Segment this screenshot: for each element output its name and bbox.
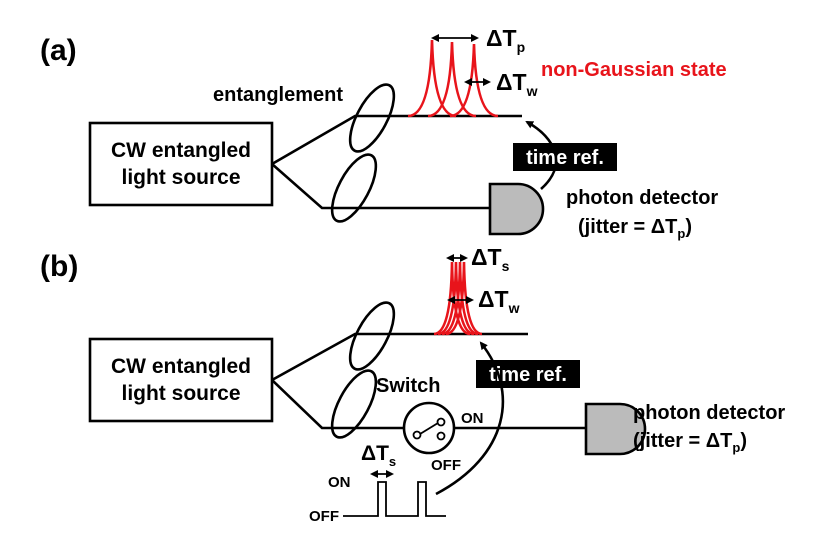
entanglement-label: entanglement: [213, 84, 343, 106]
photon-detector-a: [488, 182, 545, 236]
source-label-a-line2: light source: [121, 166, 240, 189]
delta-tp-label: ΔTp: [486, 25, 525, 55]
source-box-b: [88, 337, 274, 423]
delta-tw-label-a: ΔTw: [496, 69, 538, 99]
detector-label-b-line1: photon detector: [633, 402, 785, 424]
detector-label-a-line2: (jitter = ΔTp): [578, 216, 692, 241]
panel-b: (b) CW entangled light source ΔTs ΔTw ti…: [40, 244, 785, 525]
peak-a-3: [449, 43, 499, 118]
state-peaks-a: [407, 39, 499, 118]
peak-b-1: [433, 261, 471, 336]
source-label-b-line2: light source: [121, 382, 240, 405]
time-ref-text-b: time ref.: [489, 364, 567, 386]
pulse-on-label: ON: [328, 474, 351, 491]
switch-pivot: [412, 430, 422, 440]
non-gaussian-label: non-Gaussian state: [541, 59, 727, 81]
panel-a-label: (a): [40, 34, 77, 67]
delta-ts-label: ΔTs: [471, 244, 510, 274]
pulse-delta-label: ΔTs: [361, 442, 396, 469]
entanglement-ellipse-upper-a: [348, 83, 396, 153]
photon-detector-b: [584, 402, 647, 456]
peak-b-4: [445, 261, 483, 336]
detector-label-a-line1: photon detector: [566, 187, 718, 209]
upper-arm-a: [271, 114, 522, 166]
time-ref-arrow-a: [525, 120, 558, 190]
time-ref-text-a: time ref.: [526, 147, 604, 169]
entanglement-ellipse-lower-b: [330, 369, 378, 439]
source-box-a: [88, 121, 274, 207]
entanglement-ellipse-upper-b: [348, 301, 396, 371]
pulse-off-label: OFF: [309, 508, 339, 525]
peak-b-2: [437, 261, 475, 336]
switch-label: Switch: [376, 375, 440, 397]
switch-contact-on: [436, 417, 446, 427]
source-label-a-line1: CW entangled: [111, 139, 251, 162]
time-ref-badge-a: [513, 143, 617, 171]
peak-a-2: [427, 41, 477, 118]
entanglement-ellipse-lower-a: [330, 153, 378, 223]
source-label-b-line1: CW entangled: [111, 355, 251, 378]
peak-b-3: [441, 261, 479, 336]
panel-b-label: (b): [40, 250, 78, 283]
detector-label-b-line2: (jitter = ΔTp): [633, 430, 747, 455]
delta-tw-label-b: ΔTw: [478, 286, 520, 316]
switch-contact-off: [436, 431, 446, 441]
time-ref-arrow-b: [435, 341, 505, 496]
panel-a: (a) CW entangled light source entangleme…: [40, 25, 727, 241]
switch-on-label: ON: [461, 410, 484, 427]
switch-off-label: OFF: [431, 457, 461, 474]
lower-arm-a: [271, 163, 500, 210]
state-peaks-b: [433, 261, 483, 336]
switch-lever: [419, 422, 439, 435]
switch-pulse-train: [343, 481, 446, 517]
